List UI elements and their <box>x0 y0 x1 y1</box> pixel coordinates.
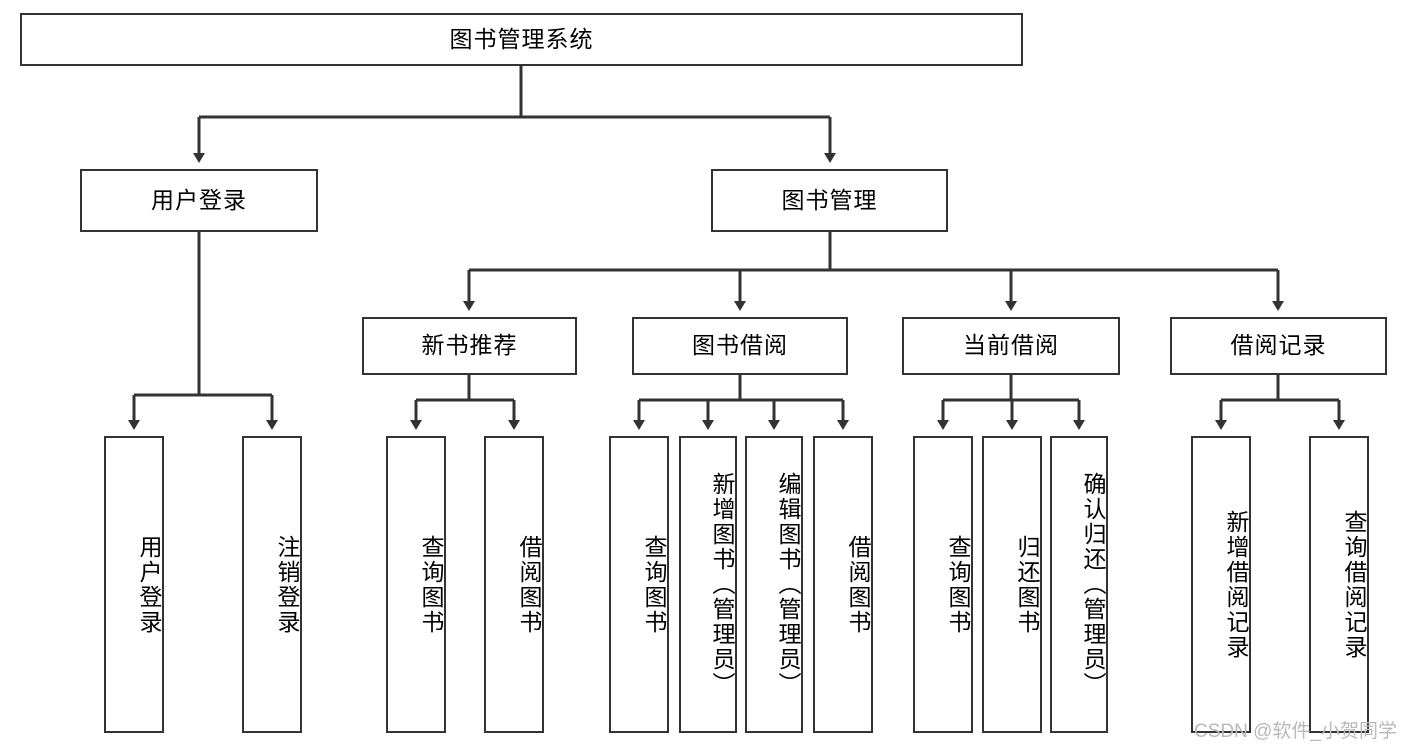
node-leaf-add-book[interactable]: 新增图书（管理员） <box>679 436 737 733</box>
node-book-borrow[interactable]: 图书借阅 <box>632 317 848 375</box>
leaf-label: 借阅图书 <box>516 534 542 635</box>
leaf-label: 新增图书（管理员） <box>709 472 735 697</box>
node-leaf-add-record[interactable]: 新增借阅记录 <box>1191 436 1251 733</box>
node-leaf-logout[interactable]: 注销登录 <box>242 436 302 733</box>
node-borrow-record[interactable]: 借阅记录 <box>1170 317 1387 375</box>
leaf-label: 查询图书 <box>945 534 971 635</box>
leaf-label: 用户登录 <box>136 534 162 635</box>
leaf-label: 借阅图书 <box>845 534 871 635</box>
node-leaf-query-book-c[interactable]: 查询图书 <box>913 436 973 733</box>
node-leaf-borrow-book-b[interactable]: 借阅图书 <box>813 436 873 733</box>
node-leaf-user-login[interactable]: 用户登录 <box>104 436 164 733</box>
leaf-label: 新增借阅记录 <box>1223 509 1249 660</box>
node-leaf-confirm-return[interactable]: 确认归还（管理员） <box>1050 436 1108 733</box>
node-leaf-return-book[interactable]: 归还图书 <box>982 436 1042 733</box>
leaf-label: 确认归还（管理员） <box>1080 472 1106 697</box>
leaf-label: 编辑图书（管理员） <box>775 472 801 697</box>
node-current-borrow[interactable]: 当前借阅 <box>902 317 1120 375</box>
leaf-label: 查询图书 <box>418 534 444 635</box>
node-leaf-query-book-a[interactable]: 查询图书 <box>386 436 446 733</box>
node-leaf-edit-book[interactable]: 编辑图书（管理员） <box>745 436 803 733</box>
node-book-manage[interactable]: 图书管理 <box>711 169 948 232</box>
leaf-label: 注销登录 <box>274 534 300 635</box>
node-root[interactable]: 图书管理系统 <box>20 13 1023 66</box>
leaf-label: 查询图书 <box>641 534 667 635</box>
leaf-label: 归还图书 <box>1014 534 1040 635</box>
node-user-login[interactable]: 用户登录 <box>80 169 318 232</box>
node-new-book-recommend[interactable]: 新书推荐 <box>362 317 577 375</box>
csdn-watermark: CSDN @软件_小贺同学 <box>1194 721 1397 742</box>
node-leaf-query-record[interactable]: 查询借阅记录 <box>1309 436 1369 733</box>
node-leaf-query-book-b[interactable]: 查询图书 <box>609 436 669 733</box>
leaf-label: 查询借阅记录 <box>1341 509 1367 660</box>
node-leaf-borrow-book-a[interactable]: 借阅图书 <box>484 436 544 733</box>
